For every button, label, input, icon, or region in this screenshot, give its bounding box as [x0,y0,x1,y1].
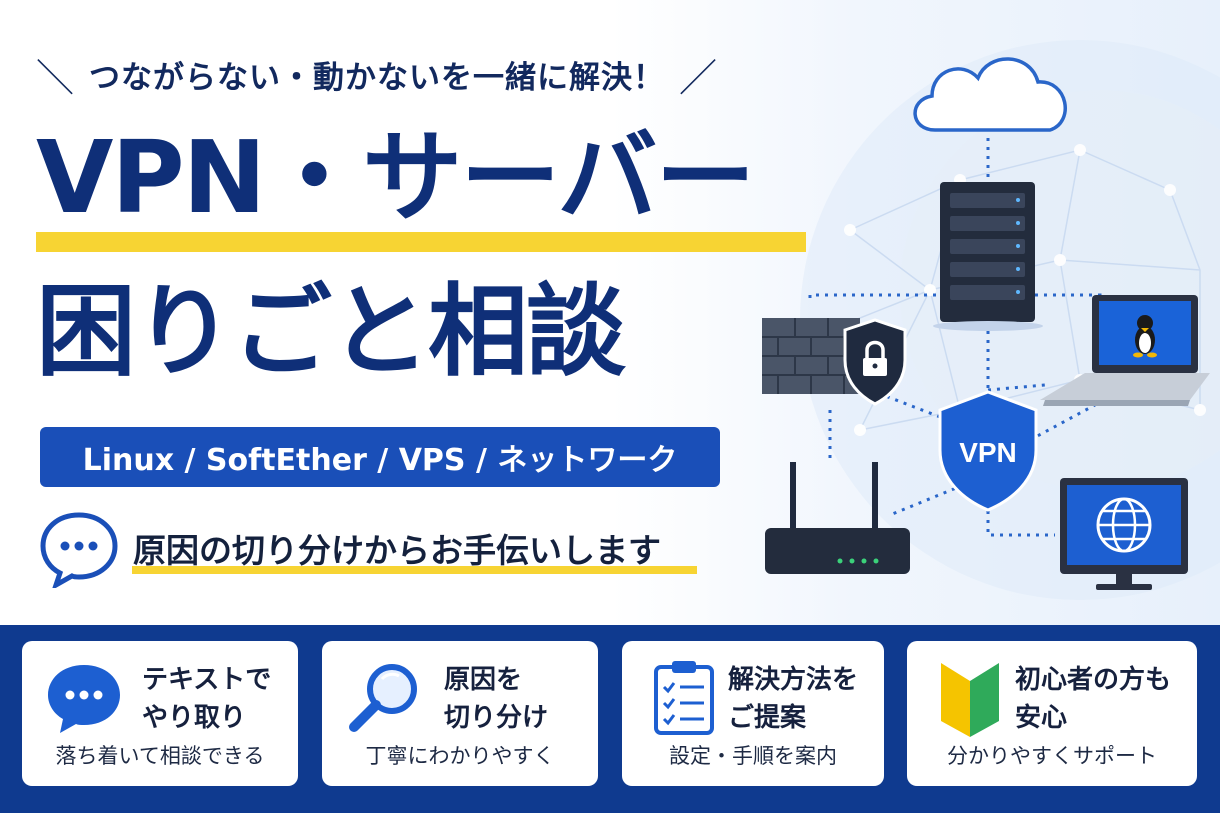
vpn-shield-icon: VPN [938,390,1038,512]
feature-card-text-chat: テキストで やり取り 落ち着いて相談できる [22,641,298,786]
magnifier-icon [349,664,417,732]
feature-card-title: 初心者の方も 安心 [1015,665,1172,734]
feature-card-beginner: 初心者の方も 安心 分かりやすくサポート [907,641,1197,786]
checklist-clipboard-icon [654,661,714,735]
subline-highlight-bar [132,566,697,574]
main-title-line1: VPN・サーバー [36,119,755,236]
tagline-left-slash: ＼ [36,55,76,100]
network-illustration: VPN [762,40,1220,600]
feature-card-subtitle: 丁寧にわかりやすく [365,744,555,768]
feature-card-solution: 解決方法を ご提案 設定・手順を案内 [622,641,884,786]
cloud-icon [913,57,1067,132]
globe-monitor-icon [1060,478,1188,590]
router-icon [765,462,910,574]
main-title-line2: 困りごと相談 [36,273,626,390]
tech-keywords-banner: Linux / SoftEther / VPS / ネットワーク [40,427,720,487]
feature-card-root-cause: 原因を 切り分け 丁寧にわかりやすく [322,641,598,786]
tagline-text: つながらない・動かないを一緒に解決！ [89,59,666,96]
feature-card-subtitle: 設定・手順を案内 [669,744,837,768]
beginner-mark-icon [941,663,999,737]
subline-text: 原因の切り分けからお手伝いします [133,531,661,570]
chat-bubble-icon [48,665,120,733]
feature-card-title: 原因を 切り分け [444,665,549,734]
feature-card-title: テキストで やり取り [142,665,272,734]
server-rack-icon [933,182,1043,331]
feature-card-title: 解決方法を ご提案 [728,665,859,734]
tagline-right-slash: ／ [679,55,719,100]
feature-card-subtitle: 落ち着いて相談できる [55,744,265,768]
linux-laptop-icon [1040,295,1210,406]
vpn-badge-label: VPN [959,437,1017,468]
tagline: ＼ つながらない・動かないを一緒に解決！ ／ [36,48,806,100]
chat-dots-icon [40,512,118,588]
title-highlight-bar [36,232,806,252]
lock-shield-icon [843,318,907,406]
feature-card-subtitle: 分かりやすくサポート [947,744,1157,768]
hero-section: ＼ つながらない・動かないを一緒に解決！ ／ VPN・サーバー 困りごと相談 L… [0,0,1220,625]
